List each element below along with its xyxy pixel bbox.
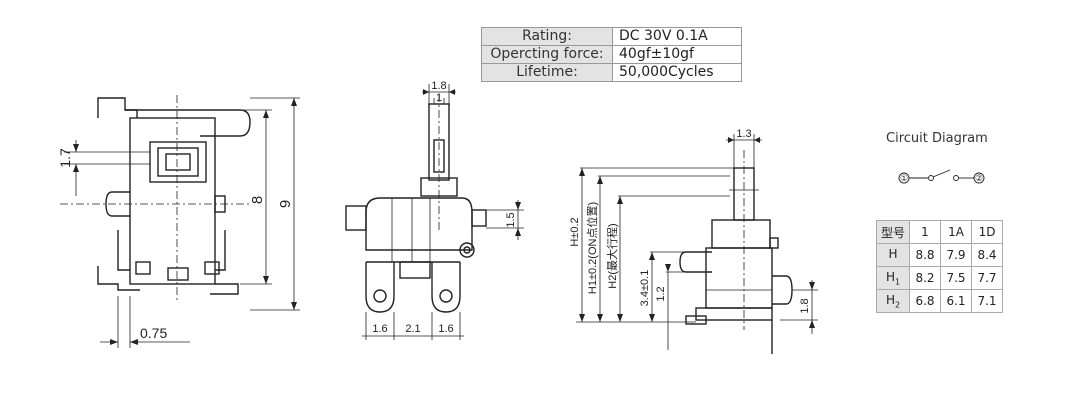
table-cell: 8.8 — [909, 243, 941, 267]
table-row: H 8.8 7.9 8.4 — [876, 243, 1003, 267]
table-cell: 8.2 — [909, 266, 941, 290]
dim-h: H±0.2 — [569, 217, 581, 246]
spec-label: Opercting force: — [481, 45, 613, 64]
header-cell: 型号 — [876, 220, 910, 244]
dim-1-8-right: 1.8 — [799, 298, 811, 313]
table-cell: 6.8 — [909, 289, 941, 313]
front-view — [60, 95, 300, 348]
table-cell: 7.1 — [971, 289, 1003, 313]
dim-8: 8 — [249, 196, 266, 204]
dim-1-5: 1.5 — [505, 212, 517, 227]
dim-1-8: 1.8 — [431, 80, 446, 92]
spec-row: Opercting force: 40gf±10gf — [481, 45, 742, 64]
dimension-arrows — [73, 89, 815, 345]
header-cell: 1 — [909, 220, 941, 244]
dim-1: 1 — [436, 92, 442, 104]
table-cell: 7.5 — [940, 266, 972, 290]
dim-1-3: 1.3 — [736, 128, 751, 140]
spec-row: Lifetime: 50,000Cycles — [481, 63, 742, 82]
table-cell: 7.7 — [971, 266, 1003, 290]
spec-table: Rating: DC 30V 0.1A Opercting force: 40g… — [481, 27, 742, 82]
header-cell: 1A — [940, 220, 972, 244]
table-row: H2 6.8 6.1 7.1 — [876, 289, 1003, 313]
dim-9: 9 — [277, 200, 294, 208]
spec-value: DC 30V 0.1A — [612, 27, 742, 46]
circuit-symbol — [898, 169, 985, 184]
spec-label: Lifetime: — [481, 63, 613, 82]
spec-label: Rating: — [481, 27, 613, 46]
table-row: H1 8.2 7.5 7.7 — [876, 266, 1003, 290]
row-label: H — [876, 243, 910, 267]
spec-row: Rating: DC 30V 0.1A — [481, 27, 742, 46]
spec-value: 40gf±10gf — [612, 45, 742, 64]
model-height-table: 型号 1 1A 1D H 8.8 7.9 8.4 H1 8.2 7.5 7.7 … — [876, 220, 1003, 313]
row-label: H1 — [876, 266, 910, 290]
table-cell: 6.1 — [940, 289, 972, 313]
dim-0-75: 0.75 — [140, 325, 167, 341]
dim-1-7: 1.7 — [57, 148, 73, 168]
table-cell: 8.4 — [971, 243, 1003, 267]
terminal-2-label: ② — [975, 173, 983, 183]
dim-2-1: 2.1 — [405, 323, 420, 335]
spec-value: 50,000Cycles — [612, 63, 742, 82]
dim-1-6-right: 1.6 — [438, 323, 453, 335]
table-cell: 7.9 — [940, 243, 972, 267]
dim-3-4: 3.4±0.1 — [639, 270, 651, 307]
header-cell: 1D — [971, 220, 1003, 244]
terminal-1-label: ① — [900, 173, 908, 183]
dim-h2: H2(最大行程) — [605, 223, 619, 288]
circuit-diagram-title: Circuit Diagram — [886, 131, 988, 146]
dim-h1: H1±0.2(ON点位置) — [585, 202, 599, 294]
dim-1-2: 1.2 — [655, 286, 667, 301]
table-header-row: 型号 1 1A 1D — [876, 220, 1003, 244]
side-view — [345, 84, 524, 340]
dim-1-6-left: 1.6 — [372, 323, 387, 335]
row-label: H2 — [876, 289, 910, 313]
profile-view — [576, 134, 818, 354]
